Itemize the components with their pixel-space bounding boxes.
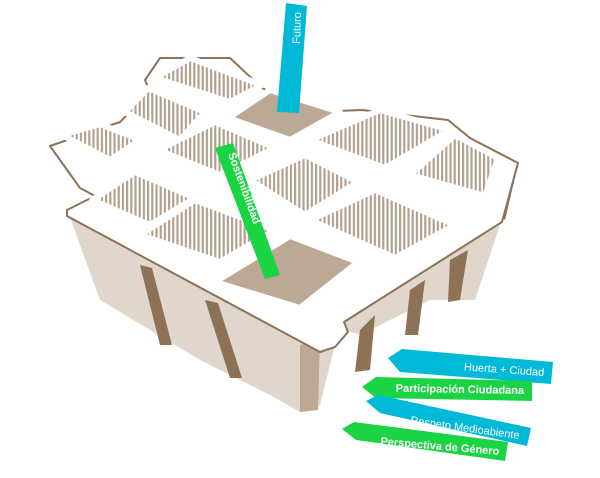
tray-cells	[59, 55, 501, 311]
cell	[307, 107, 453, 171]
cell	[59, 121, 143, 163]
cell-soil-futuro	[225, 87, 343, 143]
cell	[122, 85, 208, 143]
tag-label: Participación Ciudadana	[396, 383, 525, 397]
cell	[152, 55, 265, 105]
stake-futuro-label: Futuro	[291, 12, 304, 44]
stake-futuro: Futuro	[277, 3, 307, 113]
cell	[407, 132, 501, 199]
cell	[137, 197, 278, 265]
cell	[247, 152, 361, 218]
cell	[307, 187, 458, 261]
tag-label: Huerta + Ciudad	[464, 361, 545, 379]
tag-participacion-ciudadana: Participación Ciudadana	[362, 377, 532, 401]
tag-huerta-ciudad: Huerta + Ciudad	[388, 349, 553, 384]
